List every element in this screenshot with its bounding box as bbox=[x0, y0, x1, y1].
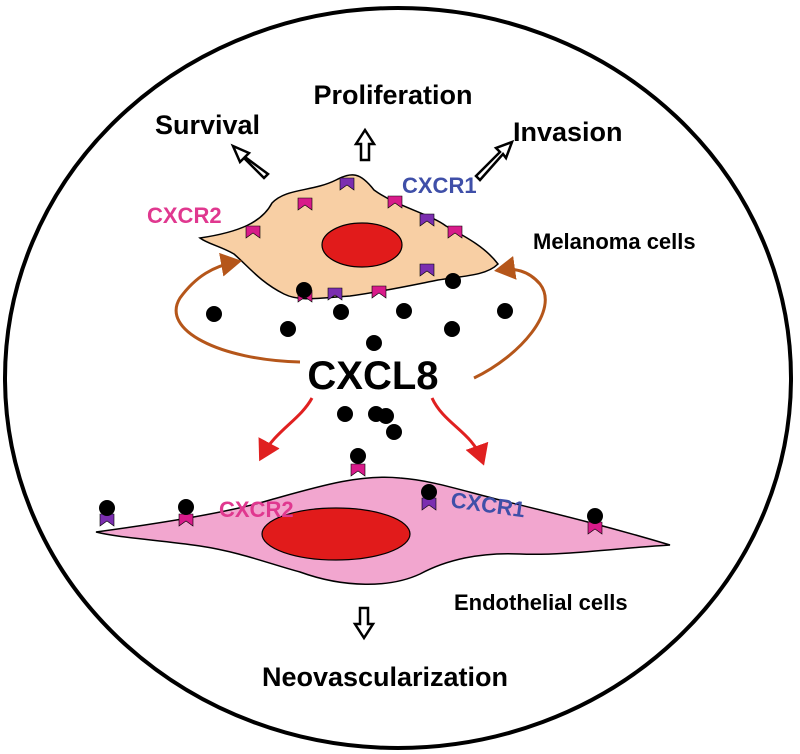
autocrine-arrow-right bbox=[473, 256, 547, 380]
ligand-dot bbox=[445, 273, 461, 289]
endothelial-receptors bbox=[99, 463, 603, 535]
invasion-label: Invasion bbox=[513, 117, 623, 147]
outer-circle bbox=[3, 6, 793, 750]
autocrine-arrow-left bbox=[174, 252, 301, 364]
cxcr2-receptor bbox=[387, 195, 403, 209]
ligand-dot bbox=[378, 408, 394, 424]
ligand-dot bbox=[497, 303, 513, 319]
ligand-dot bbox=[366, 335, 382, 351]
ligand-dot bbox=[333, 304, 349, 320]
cxcr1-receptor bbox=[419, 263, 435, 277]
ligand-dot bbox=[280, 321, 296, 337]
proliferation-arrow bbox=[353, 127, 377, 162]
cxcr1-receptor bbox=[339, 177, 355, 191]
cxcr2-receptor bbox=[297, 197, 313, 211]
paracrine-arrow-right bbox=[430, 397, 489, 466]
ligand-dot bbox=[206, 306, 222, 322]
cxcl8-label: CXCL8 bbox=[307, 354, 438, 398]
ligand-dot bbox=[587, 508, 603, 524]
cxcl8-ligands bbox=[206, 273, 513, 464]
invasion-arrow bbox=[474, 139, 515, 182]
ligand-dot bbox=[444, 321, 460, 337]
neovascularization-arrow bbox=[352, 606, 376, 641]
outcome-arrows bbox=[230, 127, 515, 182]
endothelial-nucleus bbox=[261, 507, 411, 561]
endothelial-cells-label: Endothelial cells bbox=[454, 590, 628, 615]
paracrine-arrow-left bbox=[258, 397, 314, 462]
cxcr2-receptor bbox=[245, 225, 261, 239]
cxcr1-receptor bbox=[419, 213, 435, 227]
ligand-dot bbox=[178, 499, 194, 515]
cxcr2-receptor bbox=[447, 225, 463, 239]
cxcr2-receptor bbox=[371, 285, 387, 299]
cxcr2-receptor bbox=[178, 513, 194, 527]
ligand-dot bbox=[396, 303, 412, 319]
melanoma-nucleus bbox=[321, 222, 403, 268]
neovascularization-label: Neovascularization bbox=[262, 662, 508, 692]
ligand-dot bbox=[421, 484, 437, 500]
ligand-dot bbox=[296, 282, 312, 298]
cxcr1-label-top: CXCR1 bbox=[402, 173, 477, 198]
ligand-dot bbox=[99, 500, 115, 516]
ligand-dot bbox=[350, 448, 366, 464]
survival-arrow bbox=[230, 143, 270, 180]
proliferation-label: Proliferation bbox=[313, 80, 472, 110]
cxcr1-receptor bbox=[327, 287, 343, 301]
melanoma-cells-label: Melanoma cells bbox=[533, 229, 696, 254]
ligand-dot bbox=[386, 424, 402, 440]
ligand-dot bbox=[337, 406, 353, 422]
cxcr2-label-bottom: CXCR2 bbox=[219, 497, 294, 522]
survival-label: Survival bbox=[155, 110, 260, 140]
cxcr2-receptor bbox=[350, 463, 366, 477]
cxcr2-label-top: CXCR2 bbox=[147, 203, 222, 228]
